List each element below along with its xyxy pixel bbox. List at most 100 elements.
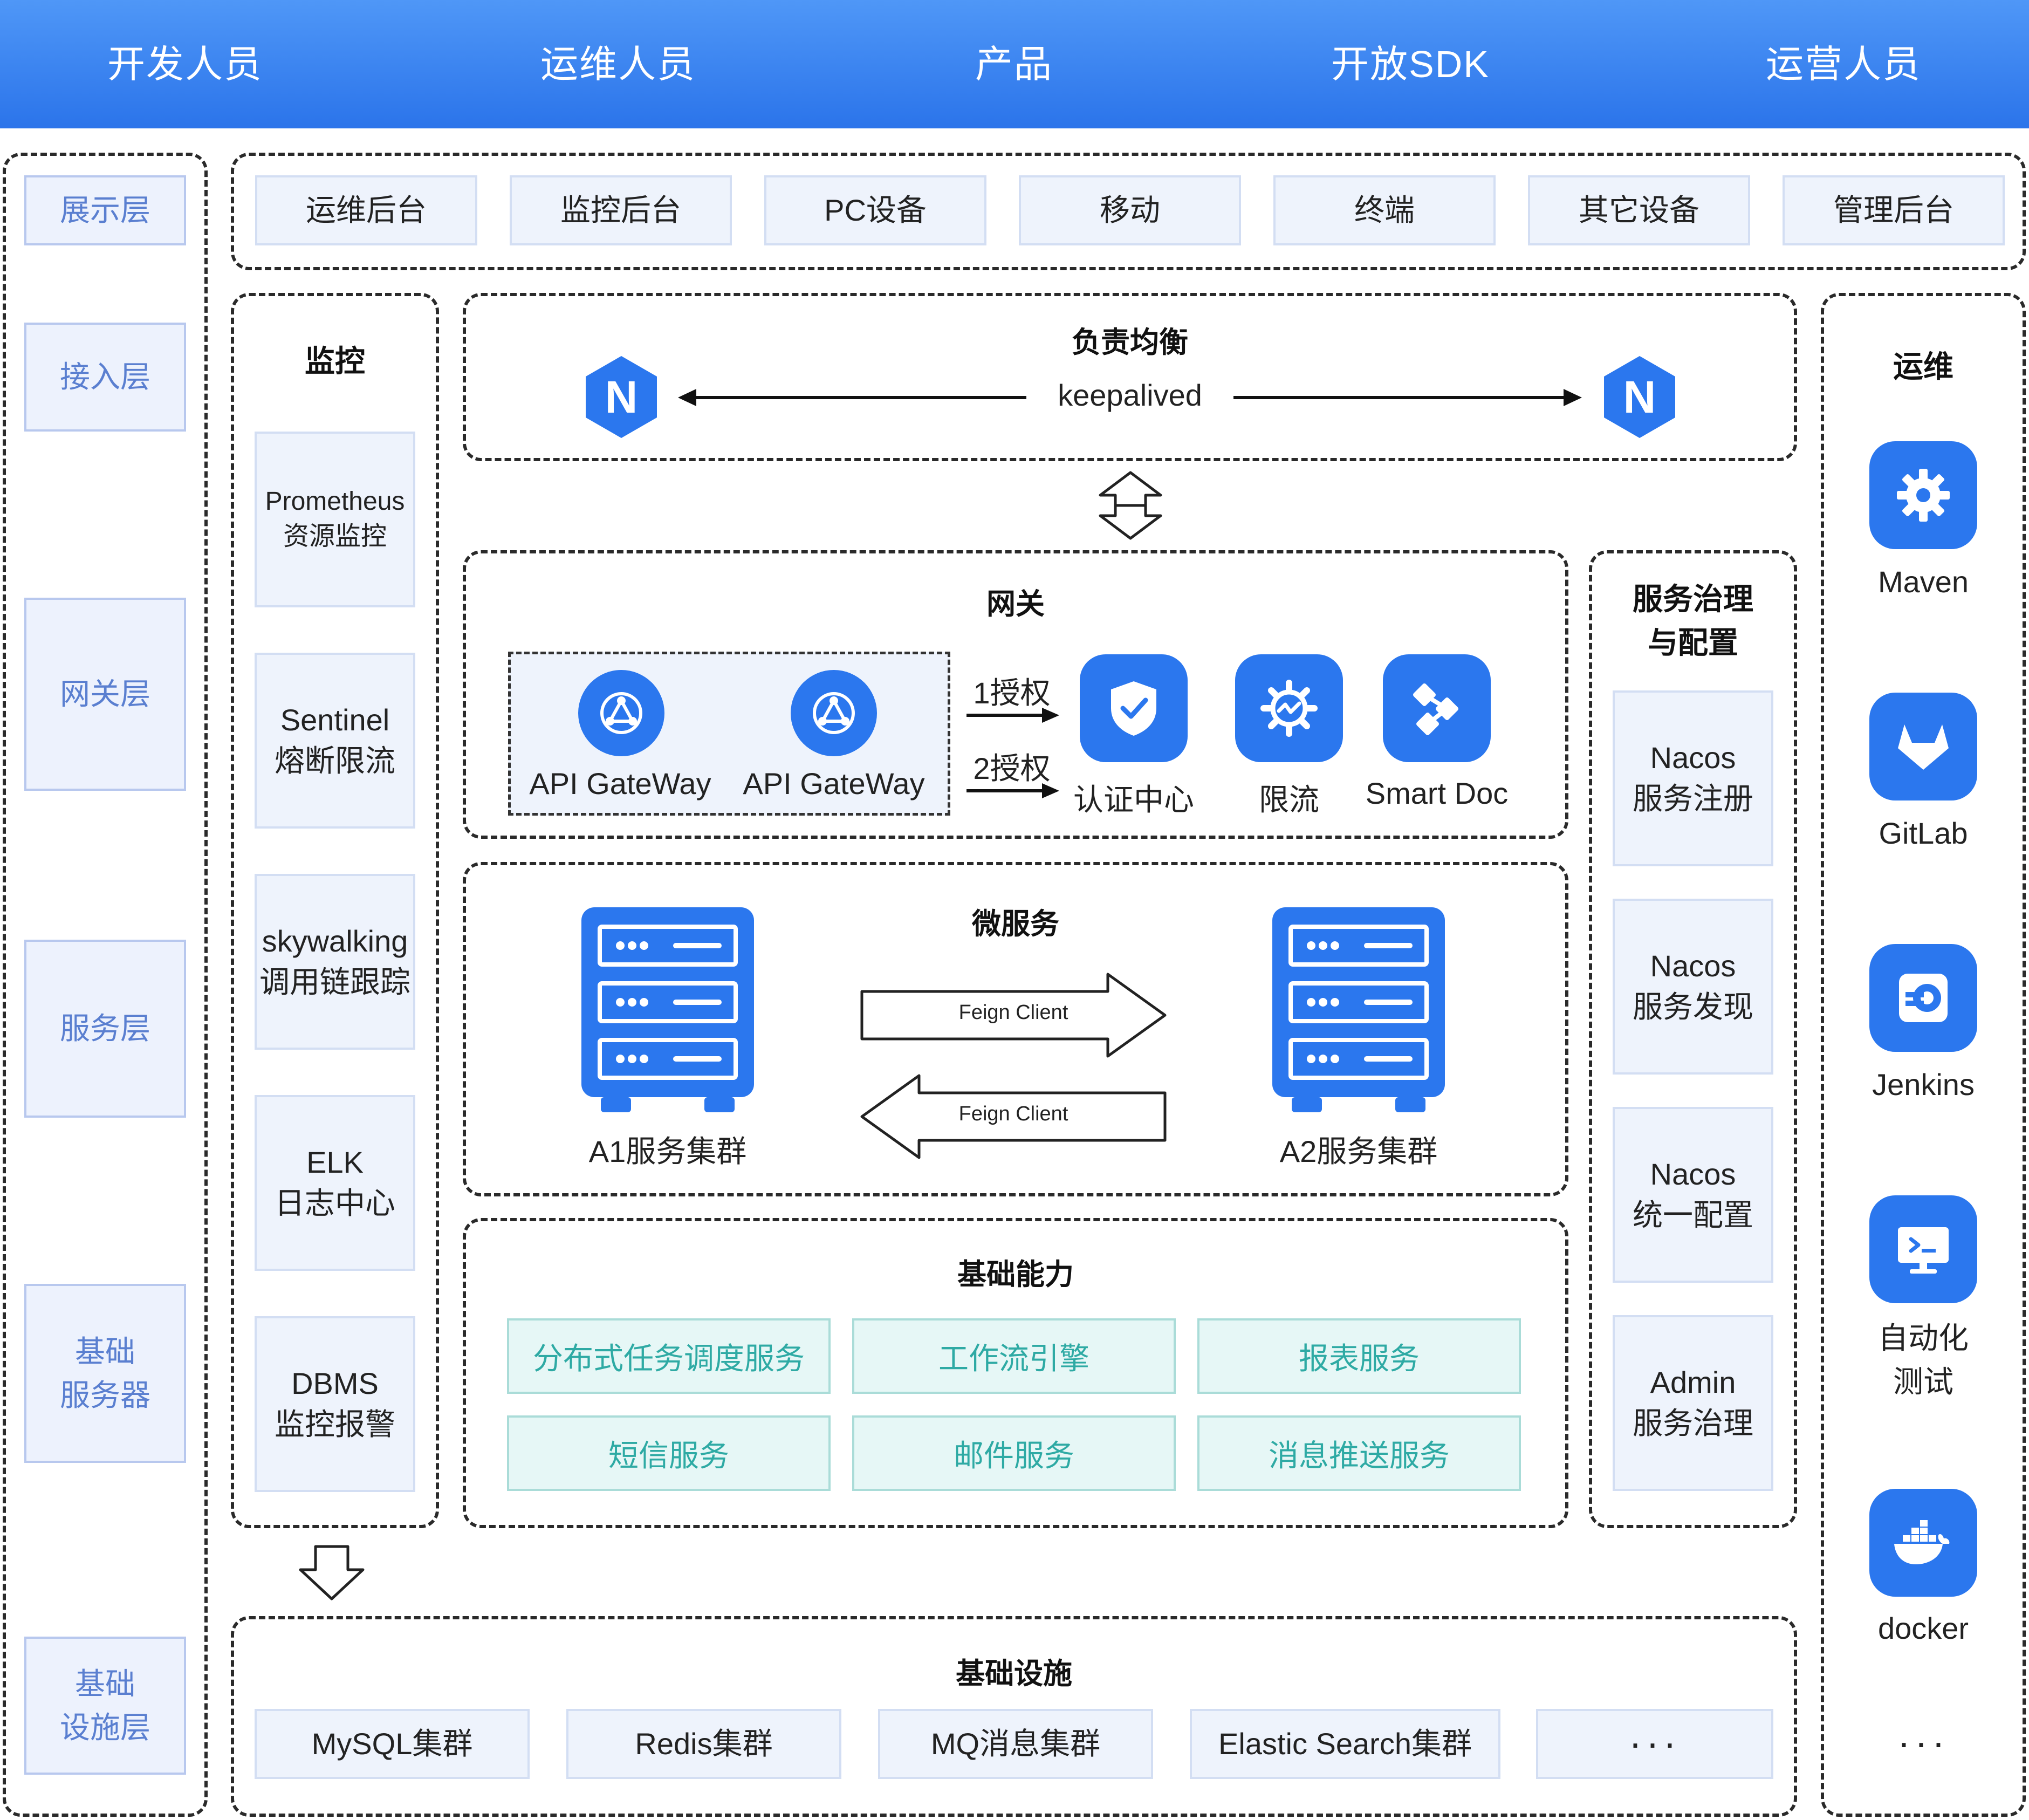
- base-capability-title: 基础能力: [957, 1258, 1074, 1291]
- updown-arrow-icon: [1099, 471, 1162, 540]
- role-operations: 运维人员: [540, 43, 696, 85]
- display-item-mobile: 移动: [1019, 175, 1241, 245]
- infra-more: ···: [1536, 1709, 1773, 1779]
- nginx-left-label: N: [605, 372, 638, 422]
- microservice-panel: [463, 862, 1568, 1196]
- governance-admin: Admin 服务治理: [1613, 1315, 1773, 1491]
- display-item-ops-console: 运维后台: [255, 175, 477, 245]
- rate-limit-icon: [1235, 654, 1343, 762]
- layer-access: 接入层: [24, 323, 186, 432]
- governance-nacos-config-name: Nacos: [1650, 1157, 1736, 1192]
- gateway-panel: [463, 550, 1568, 839]
- capability-push-service: 消息推送服务: [1197, 1415, 1521, 1491]
- infrastructure-panel: [231, 1616, 1797, 1817]
- top-role-bar: 开发人员 运维人员 产品 开放SDK 运营人员: [0, 0, 2029, 128]
- infra-mysql: MySQL集群: [255, 1709, 530, 1779]
- auth-center-label: 认证中心: [1073, 783, 1194, 817]
- capability-workflow-engine: 工作流引擎: [852, 1318, 1176, 1394]
- governance-title: 服务治理 与配置: [1589, 577, 1797, 665]
- monitor-item-sentinel: Sentinel 熔断限流: [255, 653, 415, 829]
- monitor-item-skywalking-name: skywalking: [262, 924, 408, 959]
- arrow-left-line: [678, 389, 1026, 406]
- layer-infrastructure: 基础 设施层: [24, 1637, 186, 1775]
- monitor-item-dbms-desc: 监控报警: [275, 1407, 395, 1441]
- api-gateway-2-label: API GateWay: [743, 767, 925, 800]
- api-gateway-1-icon: [578, 670, 664, 756]
- auth-1-label: 1授权: [973, 676, 1051, 710]
- feign-label-1: Feign Client: [958, 1001, 1068, 1024]
- server-cluster-b-icon: [1272, 907, 1445, 1112]
- role-open-sdk: 开放SDK: [1331, 43, 1490, 85]
- nginx-right-icon: [1604, 356, 1675, 438]
- arrow-right-line: [1233, 389, 1582, 406]
- infra-redis: Redis集群: [566, 1709, 841, 1779]
- microservice-title: 微服务: [972, 908, 1059, 940]
- keepalived-label: keepalived: [1058, 378, 1202, 412]
- docker-icon: [1869, 1489, 1977, 1597]
- terminal-icon: [1869, 1195, 1977, 1303]
- feign-label-2: Feign Client: [958, 1103, 1068, 1125]
- governance-admin-name: Admin: [1650, 1365, 1736, 1400]
- governance-admin-desc: 服务治理: [1633, 1406, 1753, 1440]
- governance-nacos-config: Nacos 统一配置: [1613, 1107, 1773, 1283]
- display-layer-panel: [231, 153, 2026, 270]
- layer-infra-line1: 基础: [75, 1666, 135, 1701]
- layer-column: [3, 153, 208, 1817]
- nginx-right-label: N: [1623, 372, 1656, 422]
- monitor-item-skywalking-desc: 调用链跟踪: [259, 965, 410, 999]
- share-icon: [1383, 654, 1491, 762]
- capability-mail-service: 邮件服务: [852, 1415, 1176, 1491]
- monitor-panel: [231, 293, 439, 1528]
- ops-jenkins-label: Jenkins: [1872, 1068, 1975, 1101]
- governance-nacos-register-desc: 服务注册: [1633, 782, 1753, 816]
- ops-docker-label: docker: [1877, 1611, 1969, 1645]
- infra-mq: MQ消息集群: [878, 1709, 1153, 1779]
- monitor-item-dbms: DBMS 监控报警: [255, 1316, 415, 1492]
- governance-nacos-discovery-desc: 服务发现: [1633, 990, 1753, 1024]
- layer-infra-line2: 设施层: [60, 1710, 150, 1744]
- capability-report-service: 报表服务: [1197, 1318, 1521, 1394]
- ops-panel: [1821, 293, 2026, 1817]
- monitor-item-elk-desc: 日志中心: [275, 1186, 395, 1220]
- gear-icon: [1869, 441, 1977, 549]
- governance-nacos-discovery-name: Nacos: [1650, 949, 1736, 983]
- monitor-item-dbms-name: DBMS: [291, 1366, 379, 1401]
- layer-base-server-line2: 服务器: [60, 1378, 150, 1412]
- api-gateway-2-icon: [791, 670, 877, 756]
- capability-task-scheduler: 分布式任务调度服务: [507, 1318, 831, 1394]
- ops-title: 运维: [1893, 350, 1953, 384]
- feign-arrow-left: [860, 1074, 1167, 1159]
- infrastructure-title: 基础设施: [956, 1658, 1072, 1690]
- monitor-title: 监控: [305, 344, 365, 378]
- server-cluster-a-icon: [581, 907, 754, 1112]
- ops-autotest-label: 自动化 测试: [1878, 1321, 1969, 1399]
- auth-2-arrow: [966, 783, 1059, 798]
- layer-display: 展示层: [24, 175, 186, 245]
- shield-icon: [1080, 654, 1188, 762]
- ops-maven-label: Maven: [1877, 565, 1969, 599]
- monitor-item-elk-name: ELK: [306, 1145, 364, 1180]
- monitor-item-sentinel-name: Sentinel: [280, 703, 390, 737]
- api-gateway-1-label: API GateWay: [529, 767, 711, 800]
- monitor-item-skywalking: skywalking 调用链跟踪: [255, 874, 415, 1050]
- monitor-item-sentinel-desc: 熔断限流: [275, 744, 395, 778]
- monitor-item-elk: ELK 日志中心: [255, 1095, 415, 1271]
- load-balance-panel: [463, 293, 1797, 461]
- jenkins-icon: [1869, 944, 1977, 1052]
- rate-limit-label: 限流: [1259, 783, 1319, 817]
- gateway-title: 网关: [986, 588, 1045, 620]
- governance-panel: [1589, 550, 1797, 1528]
- layer-base-server-line1: 基础: [75, 1334, 135, 1369]
- governance-title-line1: 服务治理: [1633, 582, 1753, 616]
- monitor-item-prometheus-desc: 资源监控: [283, 522, 387, 551]
- smart-doc-label: Smart Doc: [1365, 776, 1509, 810]
- ops-gitlab-label: GitLab: [1879, 816, 1968, 850]
- display-item-admin-console: 管理后台: [1783, 175, 2005, 245]
- cluster-b-label: A2服务集群: [1279, 1134, 1438, 1168]
- auth-1-arrow: [966, 708, 1059, 723]
- governance-nacos-register: Nacos 服务注册: [1613, 690, 1773, 866]
- governance-title-line2: 与配置: [1648, 626, 1738, 660]
- display-item-other-devices: 其它设备: [1528, 175, 1750, 245]
- layer-service: 服务层: [24, 940, 186, 1118]
- infra-elasticsearch: Elastic Search集群: [1190, 1709, 1500, 1779]
